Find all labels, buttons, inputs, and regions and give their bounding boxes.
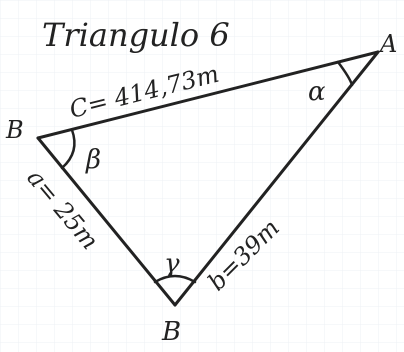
side-b-line [173,50,380,307]
vertex-left-label: B [5,116,24,144]
side-c-line [36,50,380,140]
angle-alpha-label: α [308,77,326,107]
angle-beta-label: β [85,145,101,175]
vertex-a-label: A [378,30,397,58]
triangle [36,50,380,307]
angle-beta-arc [60,128,76,170]
angle-gamma-label: γ [164,249,180,279]
vertex-bottom-label: B [161,317,181,347]
side-a-line [36,136,177,307]
angle-gamma-arc [153,274,197,284]
diagram-title: Triangulo 6 [42,16,230,54]
angle-alpha-arc [336,60,354,87]
